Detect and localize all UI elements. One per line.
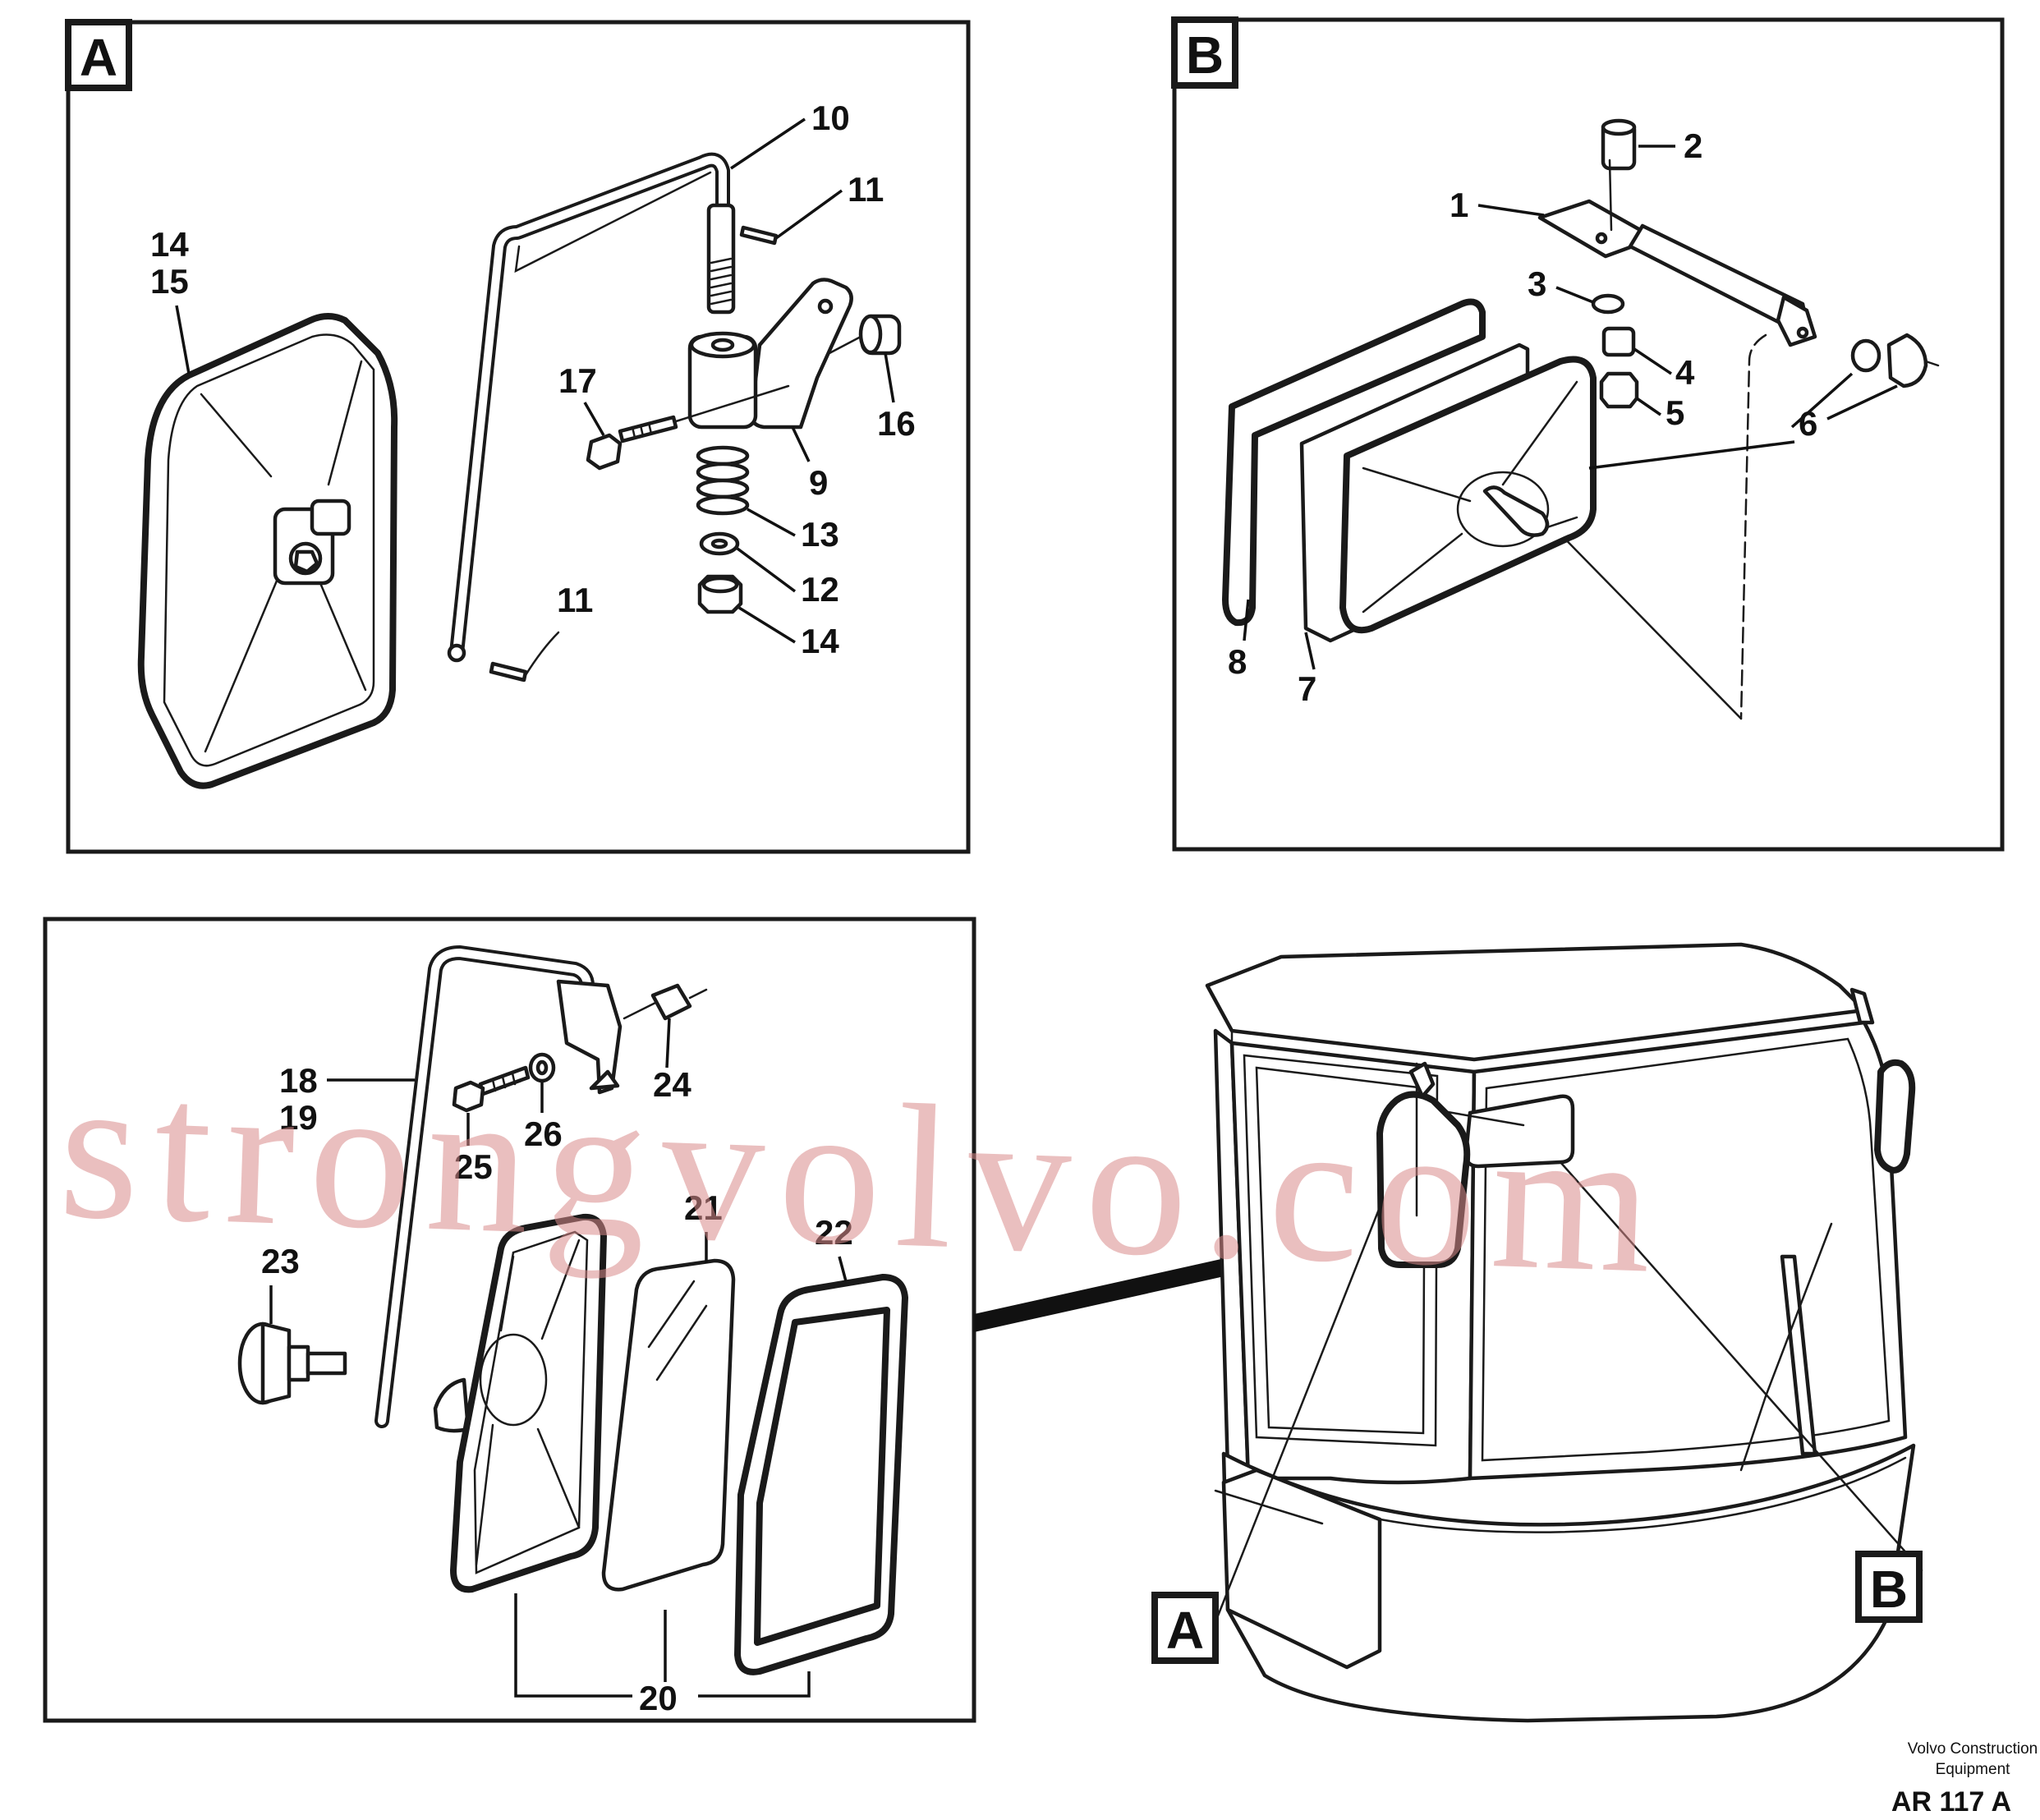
watermark: strongvolvo.com (56, 1033, 1670, 1317)
callout-19: 18 (279, 1061, 318, 1100)
plate-arm-1 (1537, 159, 1817, 347)
cab-overview (1205, 942, 1923, 1723)
callout-17: 16 (877, 404, 916, 443)
spring-13 (696, 445, 750, 516)
panel-b-tag-box (1171, 16, 1238, 89)
panel-a-tag-box (65, 19, 132, 91)
split-pin-upper (739, 225, 779, 246)
panel-b-frame (1172, 17, 2005, 852)
callout-11-lower: 11 (557, 581, 593, 619)
mirror-frame-23 (734, 1274, 908, 1675)
drawing-code: AR 117 A (1891, 1786, 2011, 1818)
mirror-housing-6 (1339, 356, 1597, 634)
panel-b-tag: B (1186, 25, 1224, 85)
credit-line-2: Equipment (1936, 1761, 2011, 1778)
washer-3 (1591, 293, 1625, 315)
callout-3: 3 (1528, 264, 1546, 303)
callout-2: 2 (1684, 126, 1702, 165)
callout-15: 14 (150, 225, 189, 264)
bolt-18 (586, 384, 790, 471)
callout-5: 5 (1666, 393, 1684, 432)
callout-24: 23 (261, 1242, 300, 1280)
washer-12 (699, 531, 740, 556)
callout-13: 13 (801, 515, 839, 554)
bolt-26 (452, 1065, 531, 1113)
callout-11-upper: 11 (848, 170, 884, 209)
washer-27 (528, 1052, 556, 1083)
callout-20: 19 (279, 1098, 318, 1137)
pin-25 (623, 983, 708, 1021)
mirror-housing-c (433, 1213, 607, 1593)
callout-21: 20 (639, 1679, 678, 1717)
location-tag-b: B (1855, 1551, 1923, 1623)
callout-12: 12 (801, 570, 839, 609)
callout-18: 17 (558, 361, 597, 400)
nut-14 (697, 574, 743, 614)
callout-22: 21 (684, 1188, 723, 1227)
callout-9: 9 (809, 463, 828, 502)
svg-text:A: A (1166, 1601, 1204, 1660)
split-pin-lower (489, 631, 560, 682)
nut-5 (1599, 371, 1639, 409)
callout-25: 24 (653, 1065, 691, 1104)
callout-10: 10 (811, 99, 850, 137)
credit-line-1: Volvo Construction (1908, 1740, 2038, 1758)
callout-16: 15 (150, 262, 189, 301)
callout-23: 22 (815, 1213, 853, 1252)
callout-1: 1 (1450, 186, 1468, 224)
callout-7: 7 (1298, 669, 1316, 708)
callout-26: 25 (454, 1147, 493, 1186)
threaded-pin (706, 203, 736, 315)
callout-8: 8 (1228, 642, 1247, 681)
bracket-9 (749, 278, 853, 430)
knob-24 (237, 1321, 347, 1405)
panel-c: 18 19 24 25 26 23 21 22 20 (43, 917, 976, 1723)
nut-4 (1601, 326, 1636, 357)
panel-b: B (1171, 16, 2005, 852)
panel-a: A (65, 19, 971, 854)
location-tag-a: A (1151, 1592, 1219, 1664)
mirror-rod-c (374, 945, 623, 1428)
panel-a-frame (66, 20, 971, 854)
svg-text:B: B (1870, 1560, 1908, 1619)
panel-a-tag: A (80, 28, 117, 87)
cap-17 (828, 314, 902, 356)
callout-4: 4 (1675, 353, 1695, 392)
cap-nut-6 (1850, 333, 1940, 388)
mirror-frame-8 (1222, 298, 1486, 627)
cab-mirror-right (1849, 987, 1916, 1174)
bushing (687, 331, 758, 430)
mirror-glass-22 (601, 1258, 736, 1592)
sleeve-2 (1601, 118, 1637, 171)
callout-14: 14 (801, 622, 839, 660)
cab-mirror-a (1376, 1061, 1471, 1268)
callout-27: 26 (524, 1115, 563, 1153)
callout-6: 6 (1799, 404, 1817, 443)
mirror-housing-a (137, 313, 398, 789)
mirror-rod-a (447, 152, 730, 663)
